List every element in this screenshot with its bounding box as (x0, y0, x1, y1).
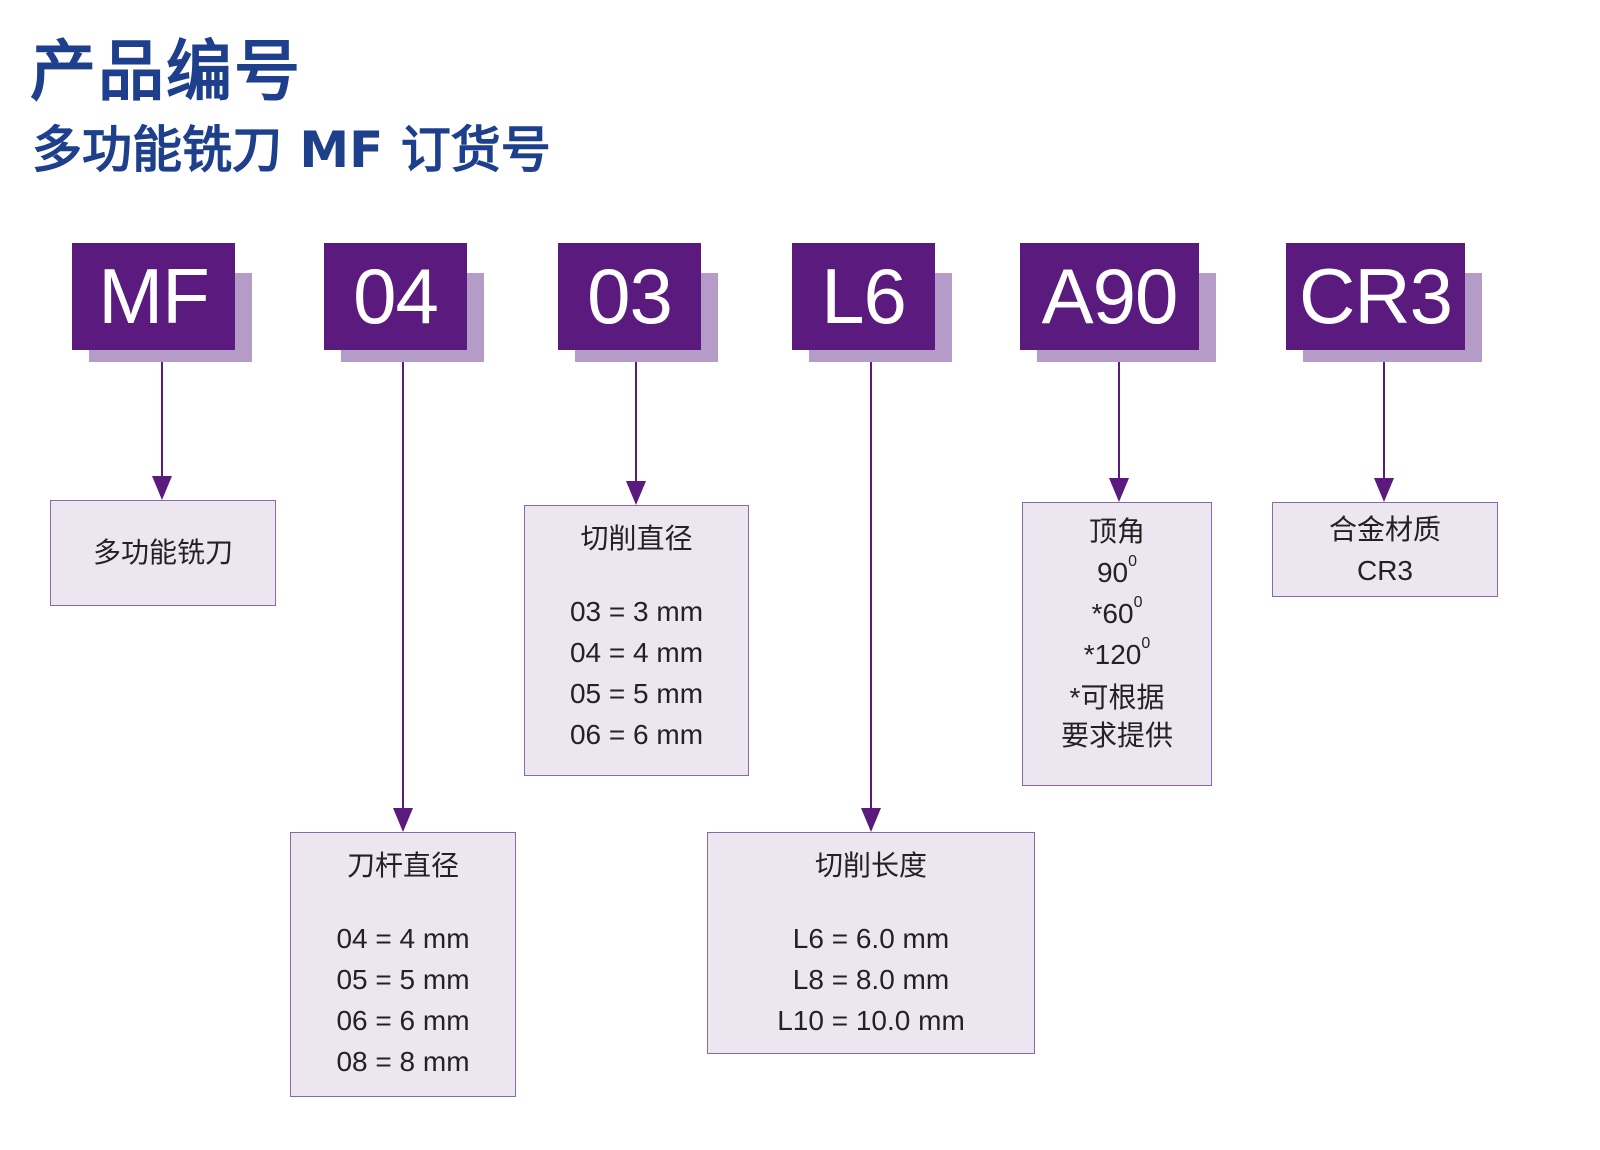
desc-line: 06 = 6 mm (336, 1005, 470, 1036)
desc-box-material: 合金材质 CR3 (1272, 502, 1498, 597)
code-box-mf: MF (72, 243, 252, 362)
page-subtitle: 多功能铣刀 MF 订货号 (32, 121, 551, 179)
arrow-mf (152, 362, 172, 500)
desc-box-cut-len: 切削长度 L6 = 6.0 mm L8 = 8.0 mm L10 = 10.0 … (707, 832, 1035, 1054)
desc-line: CR3 (1356, 555, 1413, 586)
angle-line: *600 (1091, 594, 1143, 629)
desc-box-cut-dia: 切削直径 03 = 3 mm 04 = 4 mm 05 = 5 mm 06 = … (524, 505, 749, 776)
desc-box-shank: 刀杆直径 04 = 4 mm 05 = 5 mm 06 = 6 mm 08 = … (290, 832, 516, 1097)
desc-line: 06 = 6 mm (569, 719, 704, 750)
desc-title: 切削直径 (580, 523, 693, 554)
code-box-cut-dia: 03 (558, 243, 718, 362)
desc-line: 04 = 4 mm (336, 923, 470, 954)
code-box-shank: 04 (324, 243, 484, 362)
desc-line: 05 = 5 mm (336, 964, 470, 995)
desc-line: 08 = 8 mm (336, 1046, 470, 1077)
arrow-angle (1109, 362, 1129, 502)
page-title: 产品编号 (30, 33, 302, 110)
arrow-shank (393, 362, 413, 832)
arrow-cut-len (861, 362, 881, 832)
code-box-angle: A90 (1020, 243, 1216, 362)
arrow-material (1374, 362, 1394, 502)
desc-line: 05 = 5 mm (569, 678, 704, 709)
desc-box-mf: 多功能铣刀 (50, 500, 276, 606)
desc-line: 04 = 4 mm (569, 637, 704, 668)
desc-title: 合金材质 (1328, 514, 1441, 545)
angle-line: *1200 (1083, 635, 1151, 670)
desc-line: L6 = 6.0 mm (792, 923, 950, 954)
desc-box-angle: 顶角 900 *600 *1200 *可根据 要求提供 (1022, 502, 1212, 786)
arrow-cut-dia (626, 362, 646, 505)
desc-line: 03 = 3 mm (569, 596, 704, 627)
desc-title: 多功能铣刀 (92, 537, 233, 568)
desc-title: 顶角 (1088, 516, 1145, 547)
desc-note: 要求提供 (1060, 720, 1173, 751)
desc-line: L8 = 8.0 mm (792, 964, 950, 995)
code-box-cut-len: L6 (792, 243, 952, 362)
code-box-material: CR3 (1286, 243, 1482, 362)
angle-line: 900 (1096, 553, 1138, 588)
desc-note: *可根据 (1069, 682, 1165, 713)
desc-line: L10 = 10.0 mm (777, 1005, 965, 1036)
desc-title: 切削长度 (814, 850, 927, 881)
desc-title: 刀杆直径 (346, 850, 459, 881)
